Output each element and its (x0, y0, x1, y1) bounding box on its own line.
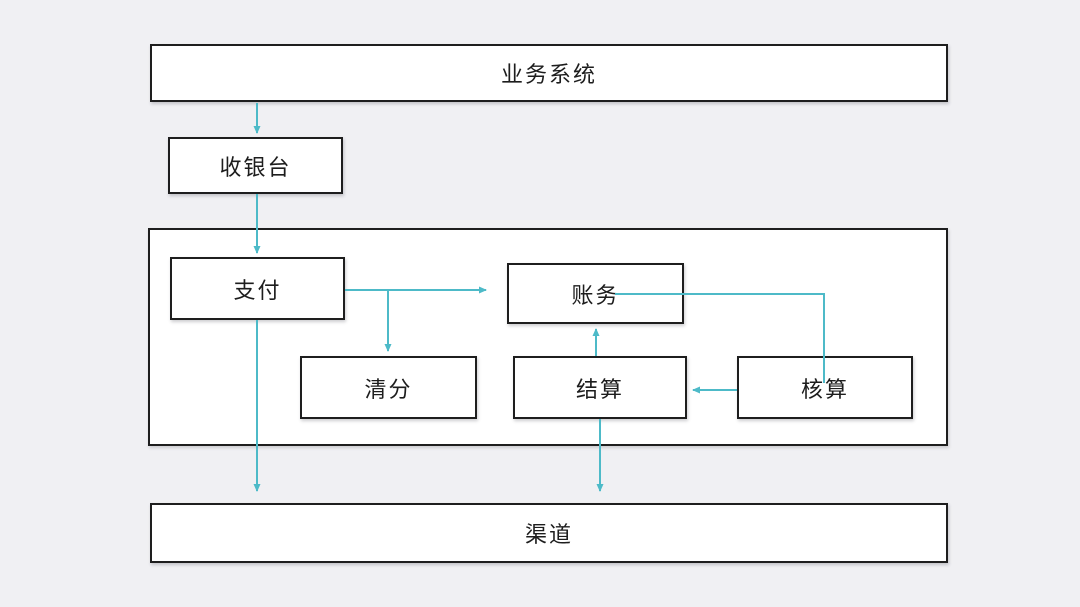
node-ledger-label: 账务 (571, 282, 620, 308)
node-settlement: 结算 (513, 356, 687, 419)
node-cashier-label: 收银台 (219, 154, 292, 180)
node-business-system: 业务系统 (150, 44, 948, 102)
node-channel: 渠道 (150, 503, 948, 563)
node-cashier: 收银台 (168, 137, 343, 194)
node-ledger: 账务 (507, 263, 684, 324)
node-settlement-label: 结算 (575, 376, 624, 402)
node-clearing: 清分 (300, 356, 477, 419)
node-accounting-label: 核算 (800, 376, 849, 402)
node-accounting: 核算 (737, 356, 913, 419)
node-clearing-label: 清分 (364, 376, 413, 402)
node-business-system-label: 业务系统 (500, 62, 597, 87)
node-payment: 支付 (170, 257, 345, 320)
node-channel-label: 渠道 (524, 522, 573, 547)
node-payment-label: 支付 (233, 277, 282, 303)
